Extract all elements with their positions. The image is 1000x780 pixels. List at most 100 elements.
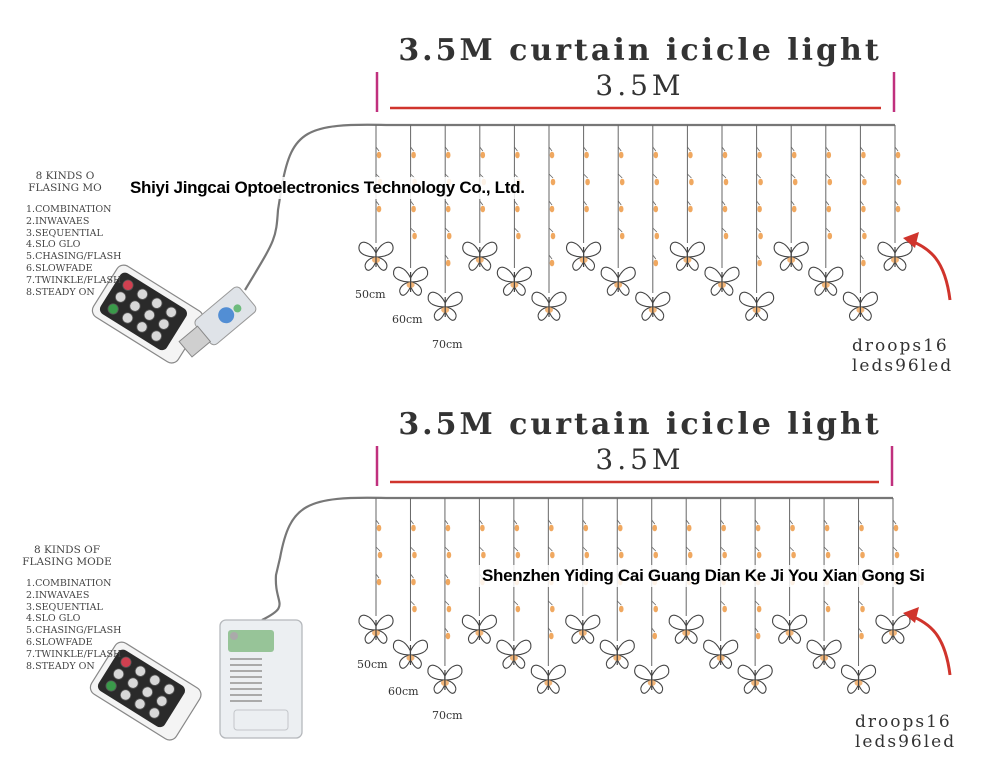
bulb-stem	[375, 573, 380, 579]
bulb-stem	[617, 173, 623, 179]
led-bulb	[619, 178, 625, 186]
butterfly-light	[496, 639, 532, 669]
remote-button	[163, 683, 175, 695]
printed-text-line	[230, 658, 262, 660]
bulb-stem	[410, 600, 415, 606]
bulb-stem	[721, 146, 726, 152]
led-bulb	[862, 178, 867, 186]
led-bulb	[722, 151, 728, 159]
bulb-stem	[651, 600, 657, 606]
butterfly-light	[737, 664, 773, 694]
butterfly-light	[565, 614, 601, 644]
bulb-stem	[444, 627, 449, 633]
led-bulb	[412, 232, 417, 240]
butterfly-wing-upper-left	[462, 241, 481, 258]
led-bulb	[549, 632, 554, 640]
butterfly-wing-upper-left	[392, 639, 412, 656]
bulb-stem	[548, 200, 553, 206]
bulb-stem	[858, 519, 862, 525]
arrow-head-icon	[903, 232, 919, 248]
bulb-stem	[894, 146, 899, 152]
butterfly-wing-upper-right	[375, 614, 394, 631]
led-bulb	[791, 551, 796, 559]
led-bulb	[584, 151, 589, 159]
bulb-stem	[860, 227, 865, 233]
drop-length-label: 70cm	[432, 709, 463, 722]
led-bulb	[791, 151, 797, 159]
remote-button	[143, 309, 155, 321]
led-bulb	[824, 524, 830, 532]
led-bulb	[550, 605, 555, 613]
led-bulb	[686, 524, 692, 532]
bulb-stem	[823, 546, 829, 552]
bulb-stem	[582, 519, 587, 525]
mode-list: 1.COMBINATION 2.INWAVAES 3.SEQUENTIAL 4.…	[26, 578, 121, 672]
remote-button	[165, 306, 177, 318]
bulb-stem	[894, 200, 899, 206]
bulb-stem	[687, 173, 692, 179]
bulb-stem	[789, 519, 793, 525]
butterfly-light	[530, 664, 566, 694]
butterfly-wing-upper-right	[478, 614, 497, 631]
led-bulb	[862, 232, 867, 240]
butterfly-wing-upper-right	[859, 291, 878, 308]
led-bulb	[896, 178, 902, 186]
spec-text: droops16 leds96led	[852, 336, 953, 376]
led-bulb	[516, 232, 521, 240]
butterfly-wing-upper-right	[548, 291, 567, 308]
usb-light-panel: 3.5M curtain icicle light 3.5M 8 KINDS O…	[26, 36, 953, 376]
remote-button	[120, 656, 132, 668]
led-bulb	[376, 151, 382, 159]
led-bulb	[895, 151, 901, 159]
bulb-stem	[548, 173, 554, 179]
bulb-stem	[444, 227, 450, 233]
bulb-stem	[617, 146, 622, 152]
butterfly-wing-upper-right	[583, 241, 602, 258]
butterfly-wing-upper-right	[444, 291, 463, 308]
mode-item: 6.SLOWFADE	[26, 636, 93, 648]
led-bulb	[411, 151, 416, 159]
drop-length-label: 50cm	[357, 658, 388, 671]
bulb-stem	[720, 600, 725, 606]
remote-control-icon	[89, 641, 202, 741]
led-bulb	[412, 605, 417, 613]
remote-button	[149, 674, 161, 686]
curtain-group	[244, 72, 952, 321]
mode-item: 2.INWAVAES	[26, 215, 90, 227]
butterfly-wing-upper-right	[790, 241, 809, 258]
bulb-stem	[754, 627, 759, 633]
product-title: 3.5M curtain icicle light	[398, 407, 882, 442]
led-bulb	[652, 632, 658, 640]
butterfly-wing-upper-right	[616, 639, 635, 656]
printed-text-line	[230, 688, 262, 690]
bulb-stem	[513, 546, 519, 552]
bulb-stem	[721, 227, 727, 233]
led-bulb	[755, 632, 761, 640]
bulb-stem	[479, 146, 484, 152]
bulb-stem	[410, 573, 414, 579]
butterfly-wing-upper-left	[773, 241, 792, 258]
led-bulb	[654, 178, 660, 186]
bulb-stem	[651, 627, 656, 633]
circuit-board	[228, 630, 274, 652]
bulb-stem	[444, 600, 450, 606]
butterfly-light	[842, 291, 878, 321]
led-bulb	[515, 151, 520, 159]
led-bulb	[722, 551, 727, 559]
butterfly-wing-upper-right	[410, 266, 429, 283]
butterfly-light	[704, 266, 740, 296]
butterfly-wing-upper-right	[756, 291, 775, 308]
bulb-stem	[479, 546, 484, 552]
curtain-group	[261, 446, 952, 694]
led-bulb	[550, 178, 556, 186]
led-bulb	[618, 205, 624, 213]
led-bulb	[377, 551, 383, 559]
led-bulb	[827, 232, 833, 240]
butterfly-wing-upper-left	[531, 291, 550, 308]
led-bulb	[445, 578, 451, 586]
mode-item: 1.COMBINATION	[26, 578, 112, 589]
remote-button	[112, 668, 125, 680]
mode-item: 8.STEADY ON	[26, 286, 95, 298]
bulb-stem	[720, 519, 724, 525]
butterfly-wing-upper-left	[772, 614, 791, 631]
